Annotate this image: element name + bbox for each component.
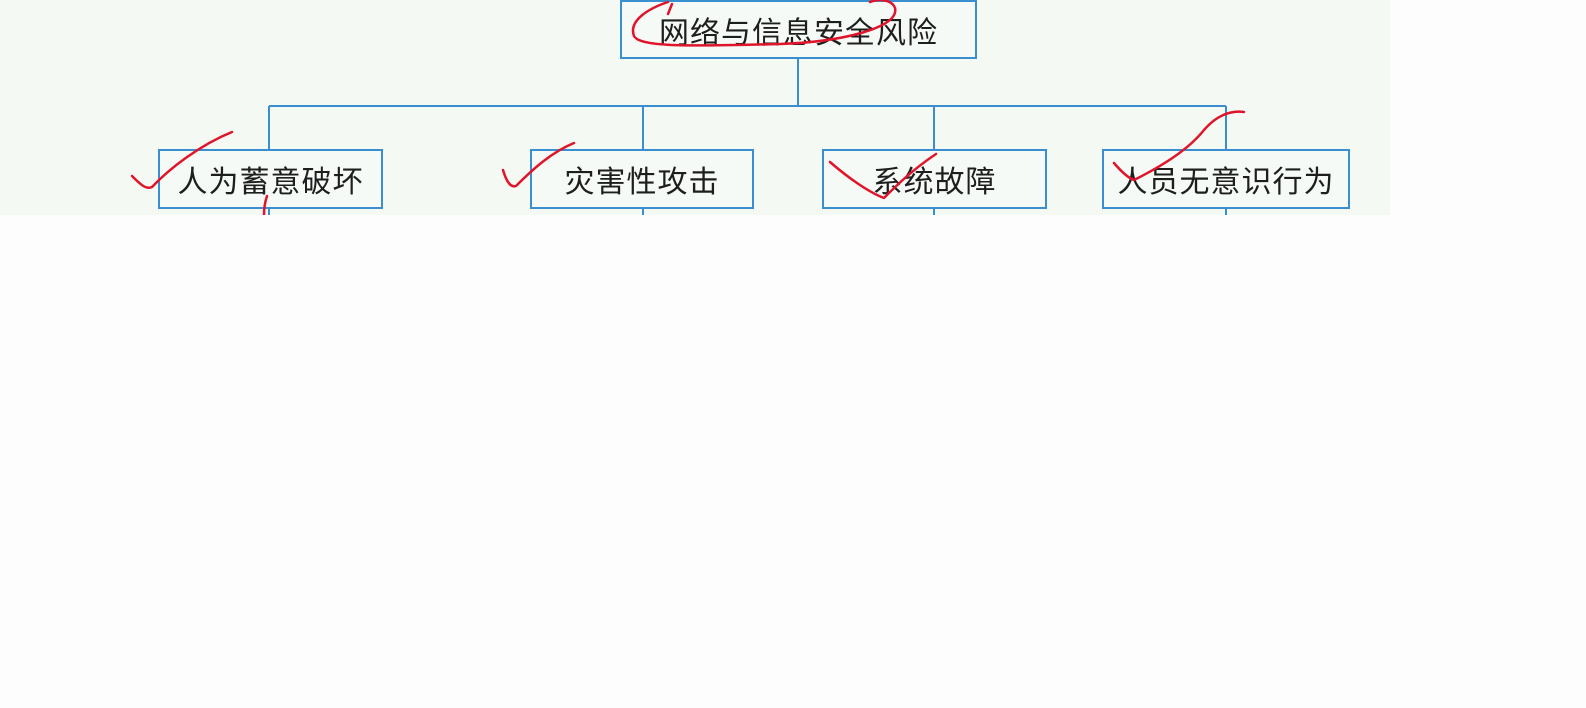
child-node-4: 人员无意识行为 [1102, 149, 1350, 209]
child-node-2: 灾害性攻击 [530, 149, 754, 209]
child-node-2-label: 灾害性攻击 [564, 165, 720, 200]
checkmark-icon-node-1-stem [262, 194, 269, 215]
child-node-3: 系统故障 [822, 149, 1047, 209]
handwritten-annotations [130, 0, 1246, 215]
annotation-circle-around-root [631, 0, 897, 47]
diagram-panel: 网络与信息安全风险 人为蓄意破坏 灾害性攻击 系统故障 人员无意识行为 [0, 0, 1390, 215]
root-node: 网络与信息安全风险 [620, 0, 977, 59]
checkmark-icon-node-1 [130, 130, 234, 189]
checkmark-icon-node-3 [828, 152, 938, 200]
child-node-1-label: 人为蓄意破坏 [177, 165, 364, 200]
child-node-1: 人为蓄意破坏 [158, 149, 383, 209]
checkmark-icon-node-2 [501, 141, 576, 188]
child-node-3-label: 系统故障 [872, 165, 997, 200]
annotation-tick-top [666, 2, 674, 16]
checkmark-icon-node-4 [1112, 110, 1246, 182]
